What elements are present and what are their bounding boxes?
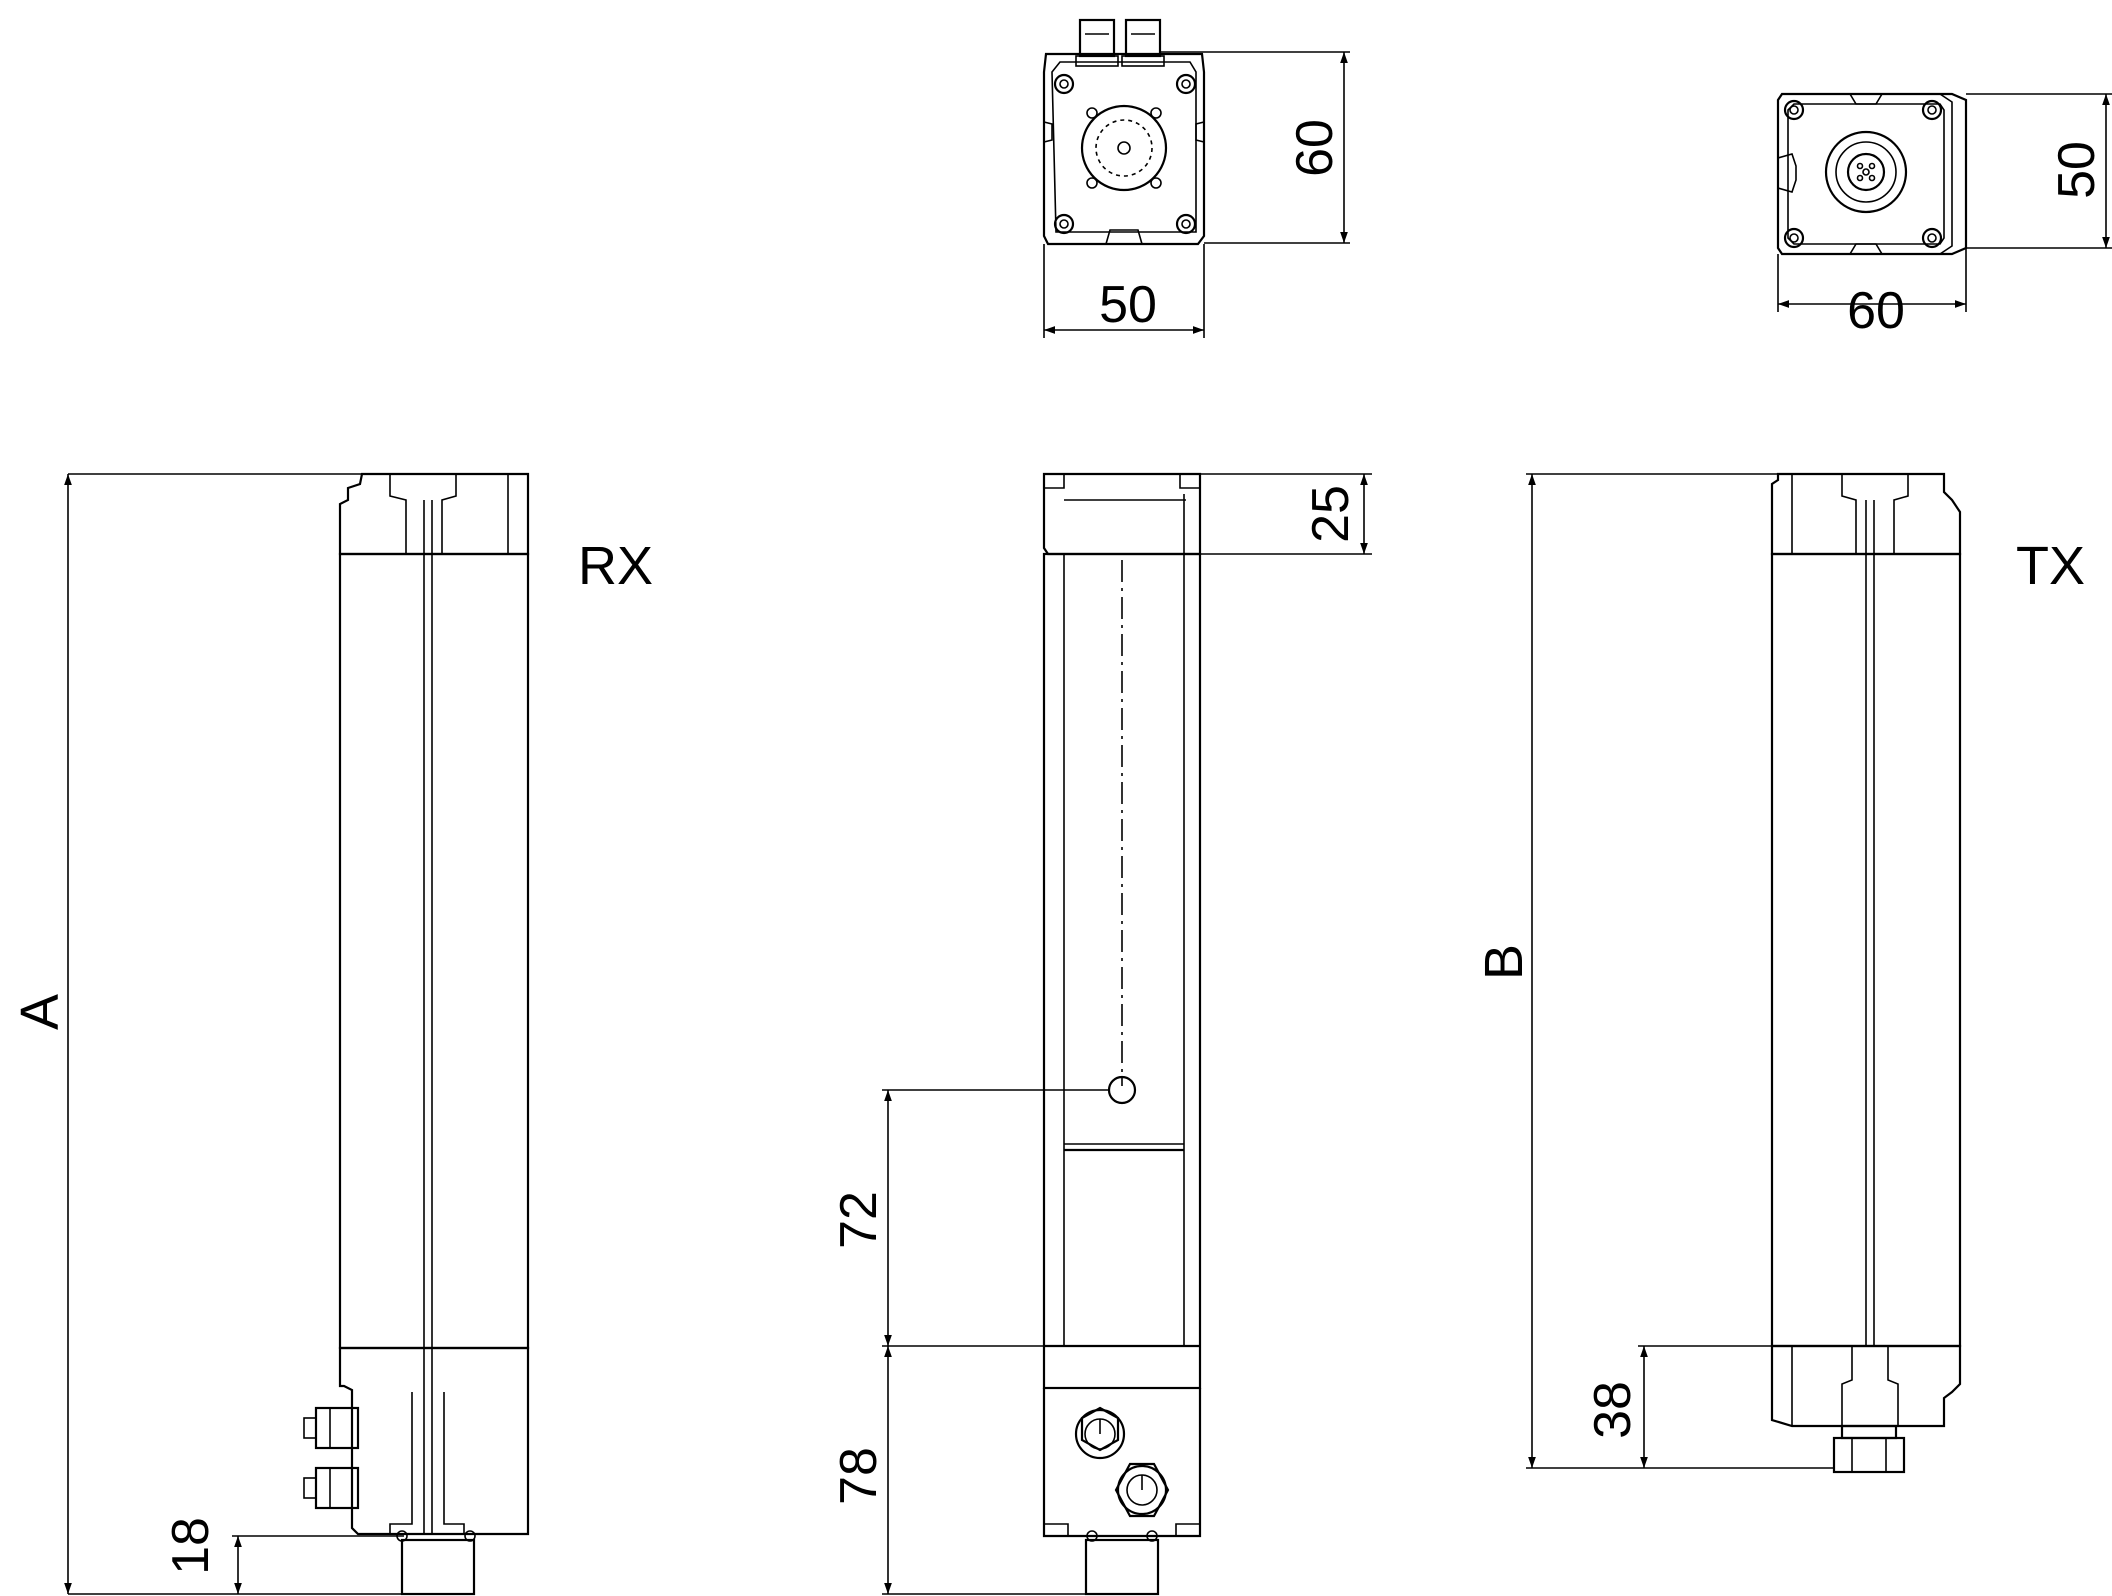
label-tx: TX (2016, 536, 2085, 596)
label-rx: RX (578, 536, 653, 596)
corner-screws (1053, 73, 1197, 235)
label-a: A (10, 994, 70, 1030)
front-lens-label: 72 (830, 1191, 888, 1249)
top-rx-width-label: 50 (1099, 276, 1157, 334)
rx-offset-label: 18 (162, 1517, 220, 1575)
tx-side-view: B 38 TX (1474, 472, 2085, 1474)
round-connector-icon (1080, 104, 1168, 192)
top-tx-height-label: 50 (2048, 141, 2106, 199)
rx-side-connectors (303, 1406, 360, 1510)
cable-gland-icon (1074, 1406, 1126, 1460)
front-top-label: 25 (1302, 485, 1360, 543)
top-tx-width-label: 60 (1847, 282, 1905, 340)
top-view-tx: 60 50 (1776, 92, 2112, 340)
tx-bottom-connector (1832, 1424, 1906, 1474)
cable-gland-icon-2 (1114, 1462, 1170, 1518)
front-view: 25 72 78 (830, 472, 1372, 1596)
top-connector-pair (1075, 18, 1165, 67)
tx-offset-label: 38 (1584, 1381, 1642, 1439)
label-b: B (1474, 944, 1534, 980)
top-rx-height-label: 60 (1286, 119, 1344, 177)
m12-connector-icon (1824, 130, 1908, 214)
rx-side-view: A 18 RX (10, 472, 653, 1596)
top-view-rx: 50 60 (1042, 18, 1350, 338)
front-bottom-label: 78 (830, 1447, 888, 1505)
